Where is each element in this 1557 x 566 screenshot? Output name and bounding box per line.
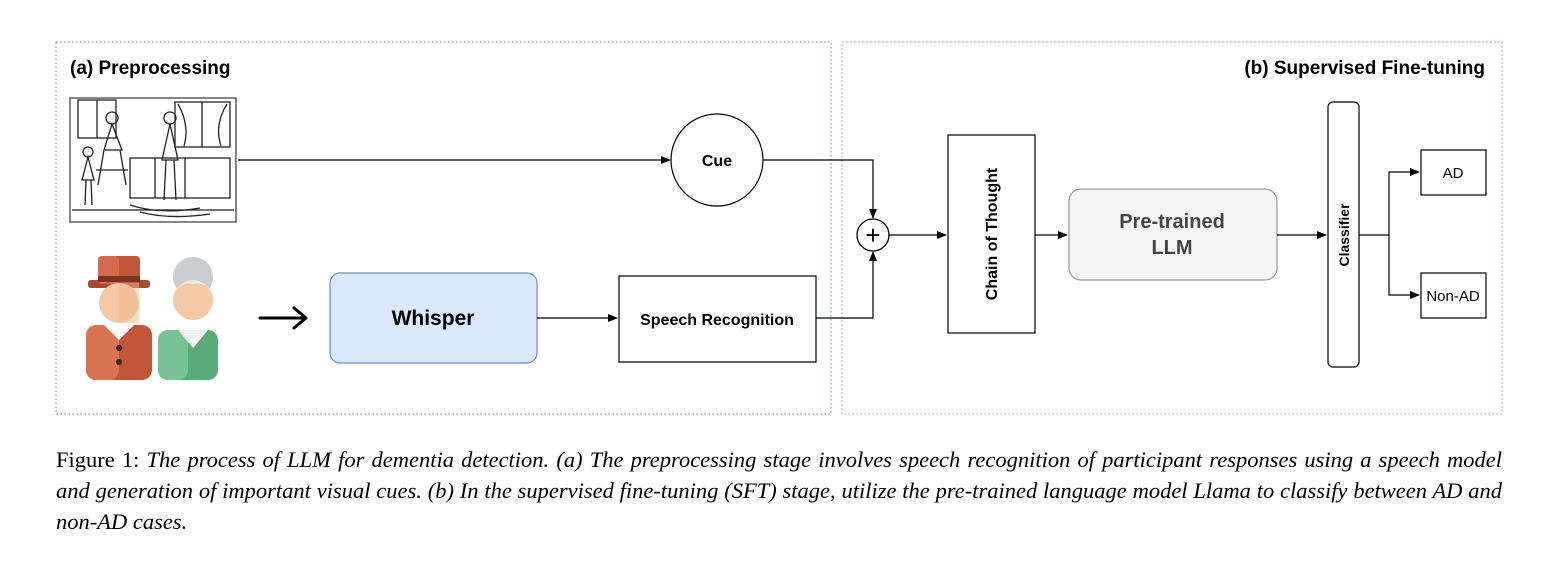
speech-recognition-box — [618, 275, 817, 363]
llm-label-line1: Pre-trained — [1119, 211, 1225, 233]
cue-label: Cue — [702, 153, 732, 170]
pipeline-diagram: (a) Preprocessing (b) Supervised Fine-tu… — [55, 41, 1503, 415]
caption-label: Figure 1: — [56, 447, 147, 472]
non-ad-output-label: Non-AD — [1426, 288, 1480, 305]
combine-symbol: + — [865, 220, 880, 250]
whisper-label: Whisper — [392, 307, 475, 330]
cookie-theft-picture-icon — [69, 97, 237, 223]
sft-title: (b) Supervised Fine-tuning — [1244, 58, 1485, 79]
caption-text: The process of LLM for dementia detectio… — [56, 447, 1502, 534]
preprocessing-title: (a) Preprocessing — [70, 58, 231, 79]
ad-output-box — [1420, 149, 1487, 196]
chain-of-thought-label: Chain of Thought — [984, 167, 1001, 300]
chain-of-thought-box — [947, 134, 1036, 334]
llm-label-line2: LLM — [1151, 237, 1192, 259]
elderly-couple-icon — [86, 256, 218, 380]
ad-output-label: AD — [1443, 165, 1464, 182]
long-right-arrow-icon — [258, 306, 308, 330]
pretrained-llm-box — [1068, 188, 1278, 281]
non-ad-output-box — [1420, 272, 1487, 319]
speech-recognition-label: Speech Recognition — [640, 312, 794, 329]
preprocessing-panel — [55, 41, 832, 415]
figure-caption: Figure 1: The process of LLM for dementi… — [56, 444, 1502, 537]
classifier-label: Classifier — [1336, 203, 1352, 267]
connectors — [238, 156, 1420, 322]
